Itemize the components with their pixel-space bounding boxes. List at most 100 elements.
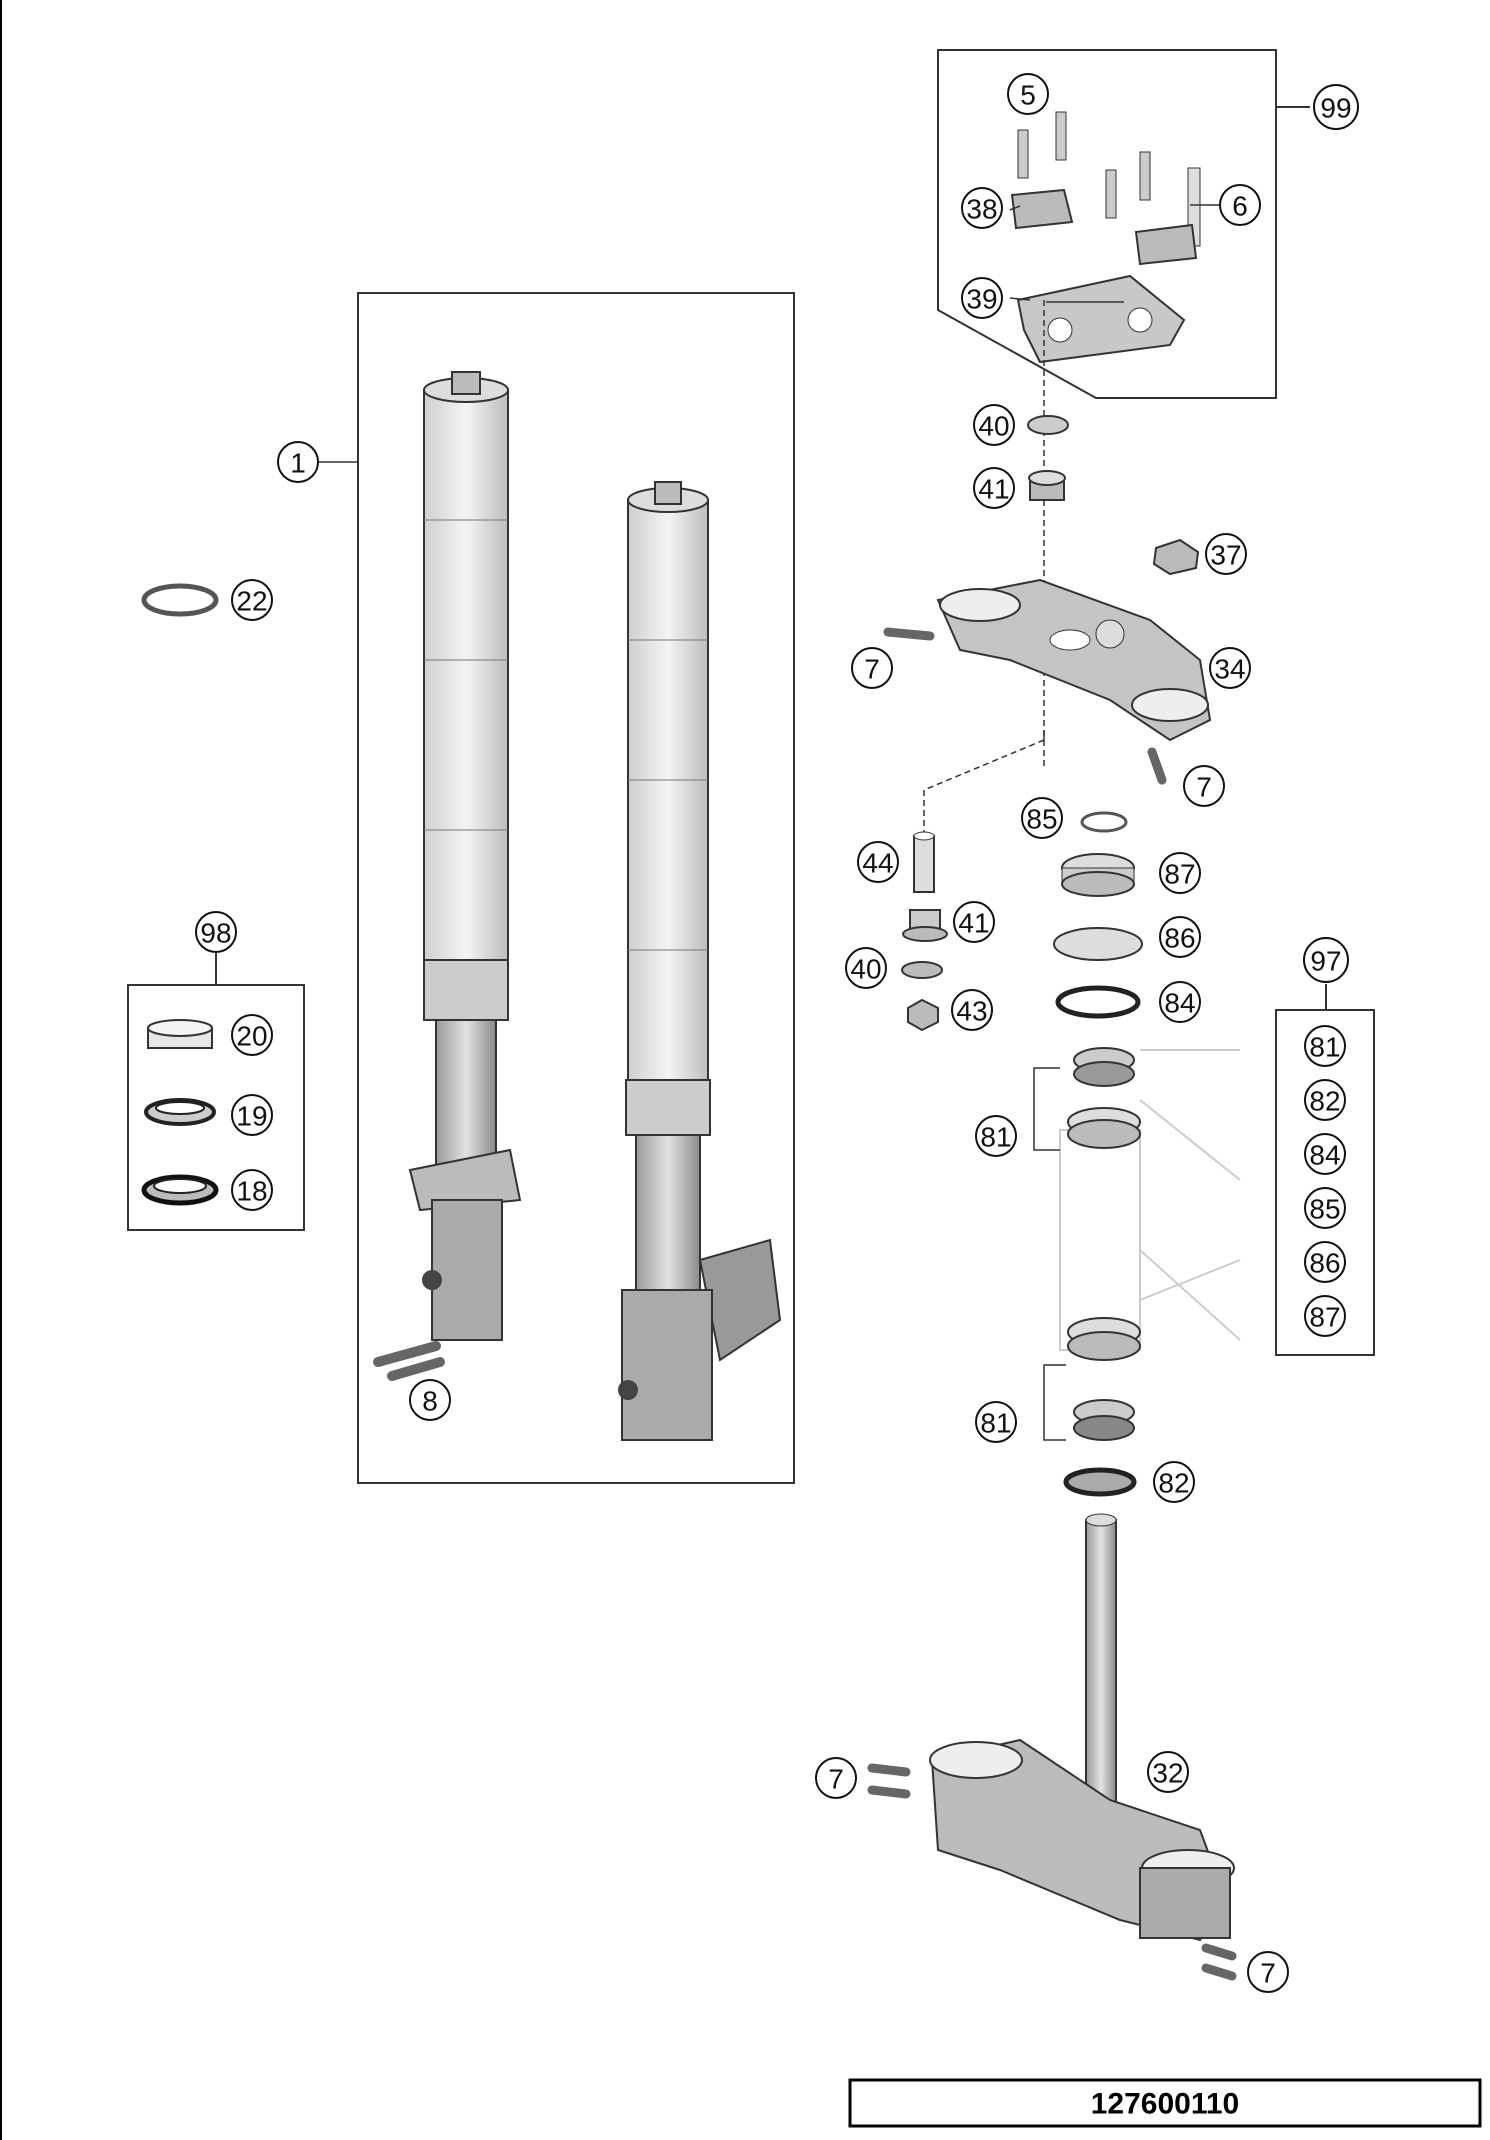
callout-44: 44 xyxy=(857,841,899,883)
kit-97-item: 86 xyxy=(1304,1241,1346,1283)
callout-label: 87 xyxy=(1164,859,1195,890)
callout-85: 85 xyxy=(1021,797,1063,839)
callout-5: 5 xyxy=(1007,73,1049,115)
steering-bearing-lower xyxy=(1073,1399,1135,1441)
spacer-bushing-part xyxy=(902,909,948,942)
callout-label: 40 xyxy=(850,954,881,985)
callout-7: 7 xyxy=(1183,765,1225,807)
callout-22: 22 xyxy=(231,579,273,621)
callout-label: 7 xyxy=(864,654,880,685)
fork-leg-right xyxy=(618,481,782,1441)
dust-seal-part xyxy=(1053,927,1143,961)
callout-label: 99 xyxy=(1320,93,1351,124)
kit-97-item: 85 xyxy=(1304,1187,1346,1229)
dust-boot-part xyxy=(147,1019,213,1049)
callout-label: 44 xyxy=(862,848,893,879)
callout-82: 82 xyxy=(1153,1461,1195,1503)
kit-97-item-label: 81 xyxy=(1309,1032,1340,1063)
lower-clamp-bolts xyxy=(867,1763,1237,1981)
lock-nut-part xyxy=(907,998,939,1032)
frame-head-outline xyxy=(1059,1049,1241,1351)
callout-label: 1 xyxy=(290,448,306,479)
callout-8: 8 xyxy=(409,1379,451,1421)
callout-label: 19 xyxy=(236,1101,267,1132)
upper-triple-clamp xyxy=(936,578,1212,742)
seal-kit-frame xyxy=(127,984,305,1231)
steering-sleeve xyxy=(913,831,935,893)
washer-part xyxy=(1027,415,1069,435)
lower-bearing-seal xyxy=(1063,1467,1137,1497)
callout-7: 7 xyxy=(815,1757,857,1799)
kit-97-item: 87 xyxy=(1304,1295,1346,1337)
callout-43: 43 xyxy=(951,989,993,1031)
pinch-bolt xyxy=(1147,747,1167,785)
callout-18: 18 xyxy=(231,1169,273,1211)
handlebar-clamp-upper xyxy=(1010,188,1198,266)
steering-bearing-upper xyxy=(1073,1047,1135,1087)
callout-label: 5 xyxy=(1020,80,1036,111)
kit-97-item-label: 87 xyxy=(1309,1302,1340,1333)
callout-label: 98 xyxy=(200,918,231,949)
callout-label: 20 xyxy=(236,1021,267,1052)
callout-81: 81 xyxy=(975,1115,1017,1157)
callout-34: 34 xyxy=(1209,647,1251,689)
callout-label: 81 xyxy=(980,1122,1011,1153)
seal-ring-part xyxy=(141,1174,219,1206)
callout-label: 32 xyxy=(1152,1758,1183,1789)
oil-seal-part xyxy=(144,1098,216,1126)
callout-39: 39 xyxy=(961,277,1003,319)
callout-label: 41 xyxy=(958,908,989,939)
fork-leg-left xyxy=(408,371,522,1341)
kit-97-item-label: 85 xyxy=(1309,1194,1340,1225)
o-ring-part xyxy=(141,583,219,617)
callout-label: 86 xyxy=(1164,923,1195,954)
handlebar-clamp-lower xyxy=(1016,274,1186,364)
steering-stem-nut xyxy=(1152,538,1200,576)
washer-part xyxy=(901,961,943,979)
kit-97-item-label: 84 xyxy=(1309,1140,1340,1171)
callout-41: 41 xyxy=(973,467,1015,509)
callout-label: 41 xyxy=(978,474,1009,505)
callout-label: 39 xyxy=(966,284,997,315)
reference-number: 127600110 xyxy=(1091,2088,1240,2121)
callout-19: 19 xyxy=(231,1094,273,1136)
callout-label: 82 xyxy=(1158,1468,1189,1499)
kit-97-list: 81 82 84 85 86 87 xyxy=(1304,1025,1346,1337)
reference-number-box xyxy=(848,2078,1482,2128)
callout-label: 7 xyxy=(1196,772,1212,803)
callout-84: 84 xyxy=(1159,981,1201,1023)
callout-87: 87 xyxy=(1159,852,1201,894)
callout-label: 34 xyxy=(1214,654,1245,685)
callout-label: 7 xyxy=(828,1764,844,1795)
callout-label: 22 xyxy=(236,586,267,617)
callout-40: 40 xyxy=(973,404,1015,446)
callout-6: 6 xyxy=(1219,184,1261,226)
callout-38: 38 xyxy=(961,187,1003,229)
bearing-seal-part xyxy=(1055,985,1141,1019)
seal-ring-part xyxy=(1080,811,1128,833)
callout-40: 40 xyxy=(845,947,887,989)
callout-label: 97 xyxy=(1310,946,1341,977)
callout-label: 84 xyxy=(1164,988,1195,1019)
callout-86: 86 xyxy=(1159,916,1201,958)
pinch-bolt xyxy=(883,627,935,641)
callout-label: 6 xyxy=(1232,191,1248,222)
callout-20: 20 xyxy=(231,1014,273,1056)
kit-97-item-label: 86 xyxy=(1309,1248,1340,1279)
handlebar-clamp-kit-frame xyxy=(937,49,1277,399)
callout-98: 98 xyxy=(195,911,237,953)
fork-assembly-frame xyxy=(357,292,795,1484)
callout-label: 85 xyxy=(1026,804,1057,835)
callout-1: 1 xyxy=(277,441,319,483)
callout-label: 37 xyxy=(1210,540,1241,571)
steering-bearing-lower xyxy=(1067,1107,1141,1149)
callout-7: 7 xyxy=(1247,1951,1289,1993)
callout-99: 99 xyxy=(1313,84,1359,130)
kit-97-item: 84 xyxy=(1304,1133,1346,1175)
callout-41: 41 xyxy=(953,901,995,943)
callout-label: 18 xyxy=(236,1176,267,1207)
kit-97-item: 82 xyxy=(1304,1079,1346,1121)
spacer-bushing-part xyxy=(1028,470,1066,501)
callout-label: 38 xyxy=(966,194,997,225)
